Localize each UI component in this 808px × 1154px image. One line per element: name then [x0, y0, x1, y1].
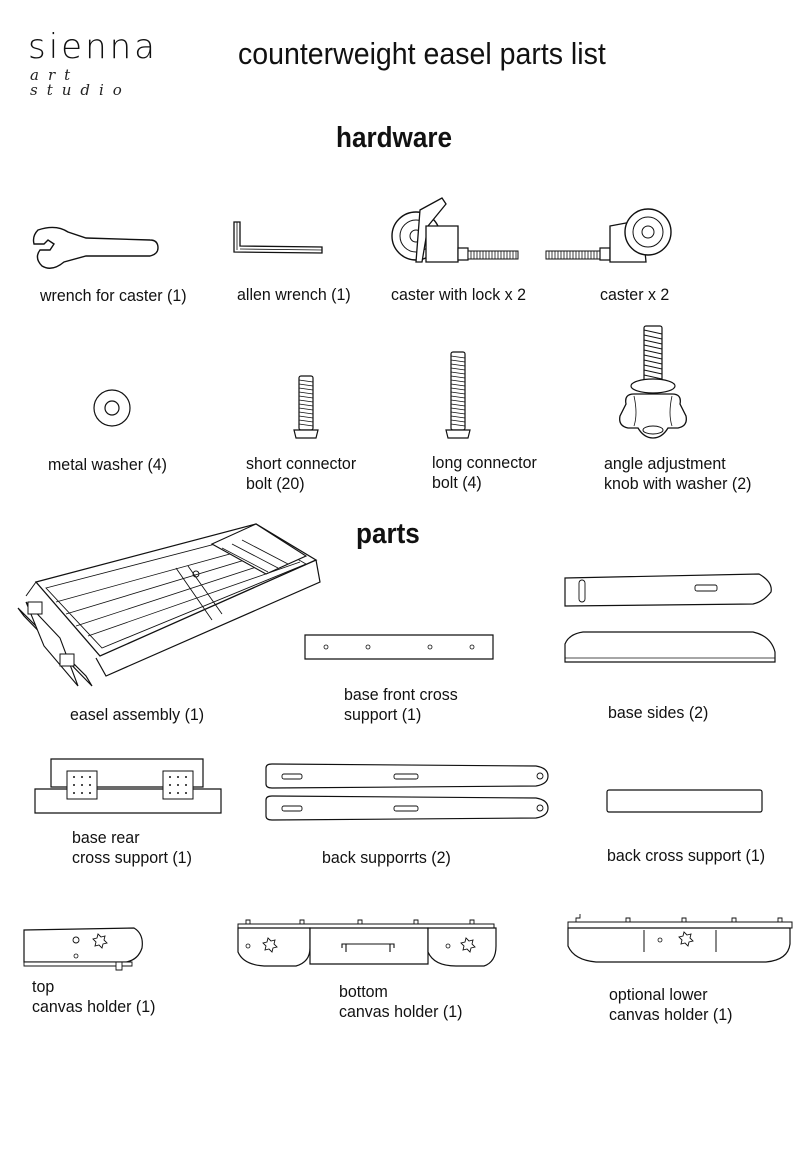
hardware-label-caster-with-lock: caster with lock x 2 — [391, 285, 526, 304]
hardware-label-allen-wrench: allen wrench (1) — [237, 285, 351, 304]
section-heading-hardware: hardware — [336, 122, 453, 154]
part-label-base-sides: base sides (2) — [608, 703, 709, 722]
easel-assembly-illustration — [16, 516, 326, 692]
hardware-label-wrench: wrench for caster (1) — [40, 286, 187, 305]
lower-canvas-holder-illustration — [566, 916, 794, 966]
allen-key-icon — [232, 220, 324, 256]
part-label-back-supports: back supporrts (2) — [322, 848, 451, 867]
short-bolt-icon — [290, 374, 322, 442]
base-sides-illustration — [563, 572, 777, 668]
back-cross-support-illustration — [606, 789, 764, 815]
page-title: counterweight easel parts list — [238, 36, 606, 71]
brand-name: sienna — [28, 27, 159, 67]
hardware-label-washer: metal washer (4) — [48, 455, 168, 474]
long-bolt-icon — [442, 350, 474, 442]
locking-caster-icon — [392, 196, 520, 274]
front-cross-support-illustration — [304, 634, 494, 662]
part-label-back-cross-support: back cross support (1) — [607, 846, 766, 865]
bottom-canvas-holder-illustration — [234, 916, 498, 970]
open-end-wrench-icon — [30, 222, 160, 272]
brand-tagline: art studio — [30, 66, 131, 99]
rear-cross-support-illustration — [33, 757, 223, 815]
part-label-easel-assembly: easel assembly (1) — [70, 705, 205, 724]
adjustment-knob-icon — [616, 324, 692, 442]
hardware-label-caster: caster x 2 — [600, 285, 670, 304]
section-heading-parts: parts — [356, 518, 420, 550]
washer-icon — [92, 388, 132, 428]
top-canvas-holder-illustration — [22, 924, 146, 970]
back-supports-illustration — [264, 762, 550, 824]
caster-icon — [546, 196, 672, 274]
